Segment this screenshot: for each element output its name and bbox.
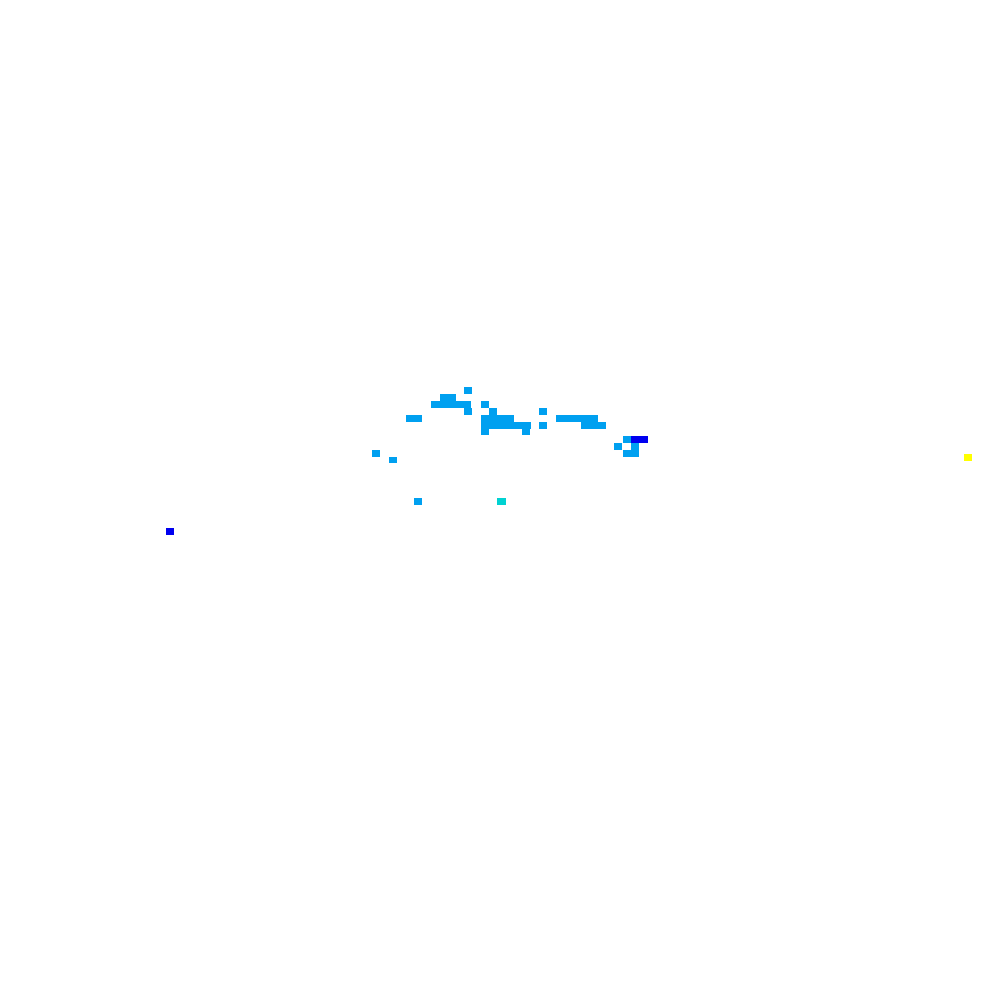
cell-blue xyxy=(631,436,648,443)
cell-light-blue xyxy=(539,408,547,415)
cell-light-blue xyxy=(581,422,606,429)
cell-light-blue xyxy=(431,401,471,408)
cell-light-blue xyxy=(481,429,489,435)
cell-light-blue xyxy=(539,422,547,429)
cell-blue xyxy=(166,528,174,535)
cell-light-blue xyxy=(623,450,639,457)
cell-light-blue xyxy=(464,387,472,394)
cell-light-blue xyxy=(522,429,530,435)
cell-yellow xyxy=(964,454,972,461)
cell-light-blue xyxy=(623,436,631,443)
cell-cyan xyxy=(497,498,506,505)
cell-light-blue xyxy=(414,498,422,505)
cell-light-blue xyxy=(389,457,397,463)
cell-light-blue xyxy=(631,443,639,450)
cell-light-blue xyxy=(406,415,422,422)
cell-light-blue xyxy=(481,401,489,408)
cell-light-blue xyxy=(464,408,472,415)
cell-light-blue xyxy=(489,408,497,415)
cell-light-blue xyxy=(481,415,514,422)
cell-light-blue xyxy=(481,422,531,429)
cell-light-blue xyxy=(556,415,598,422)
cell-light-blue xyxy=(440,394,456,401)
cell-light-blue xyxy=(614,443,622,450)
cell-light-blue xyxy=(372,450,380,457)
